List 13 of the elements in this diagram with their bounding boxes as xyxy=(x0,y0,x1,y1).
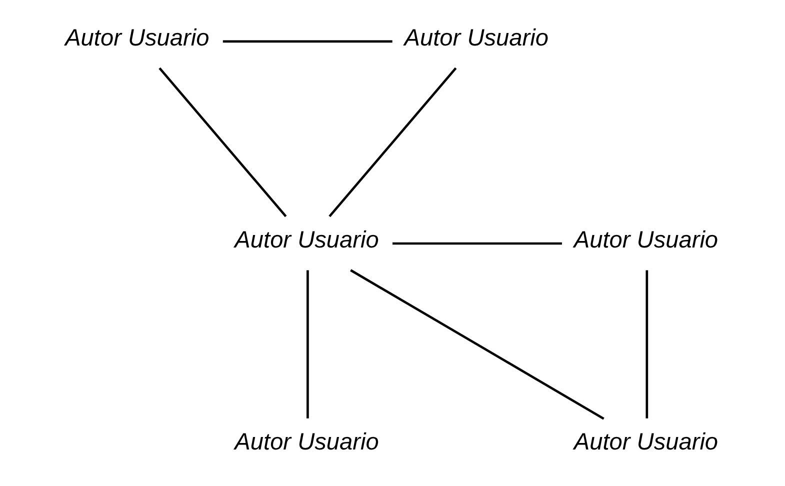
connector xyxy=(350,268,604,420)
connector xyxy=(646,270,648,418)
node-text: Autor Usuario xyxy=(574,226,718,252)
connector xyxy=(306,270,309,418)
connector xyxy=(392,242,562,244)
node-text: Autor Usuario xyxy=(65,24,210,50)
connector xyxy=(328,66,457,217)
node-text: Autor Usuario xyxy=(574,428,718,454)
connector xyxy=(222,40,392,42)
node-text: Autor Usuario xyxy=(404,24,548,50)
node-text: Autor Usuario xyxy=(234,428,379,454)
connector xyxy=(158,66,287,217)
node-text: Autor Usuario xyxy=(234,226,379,252)
